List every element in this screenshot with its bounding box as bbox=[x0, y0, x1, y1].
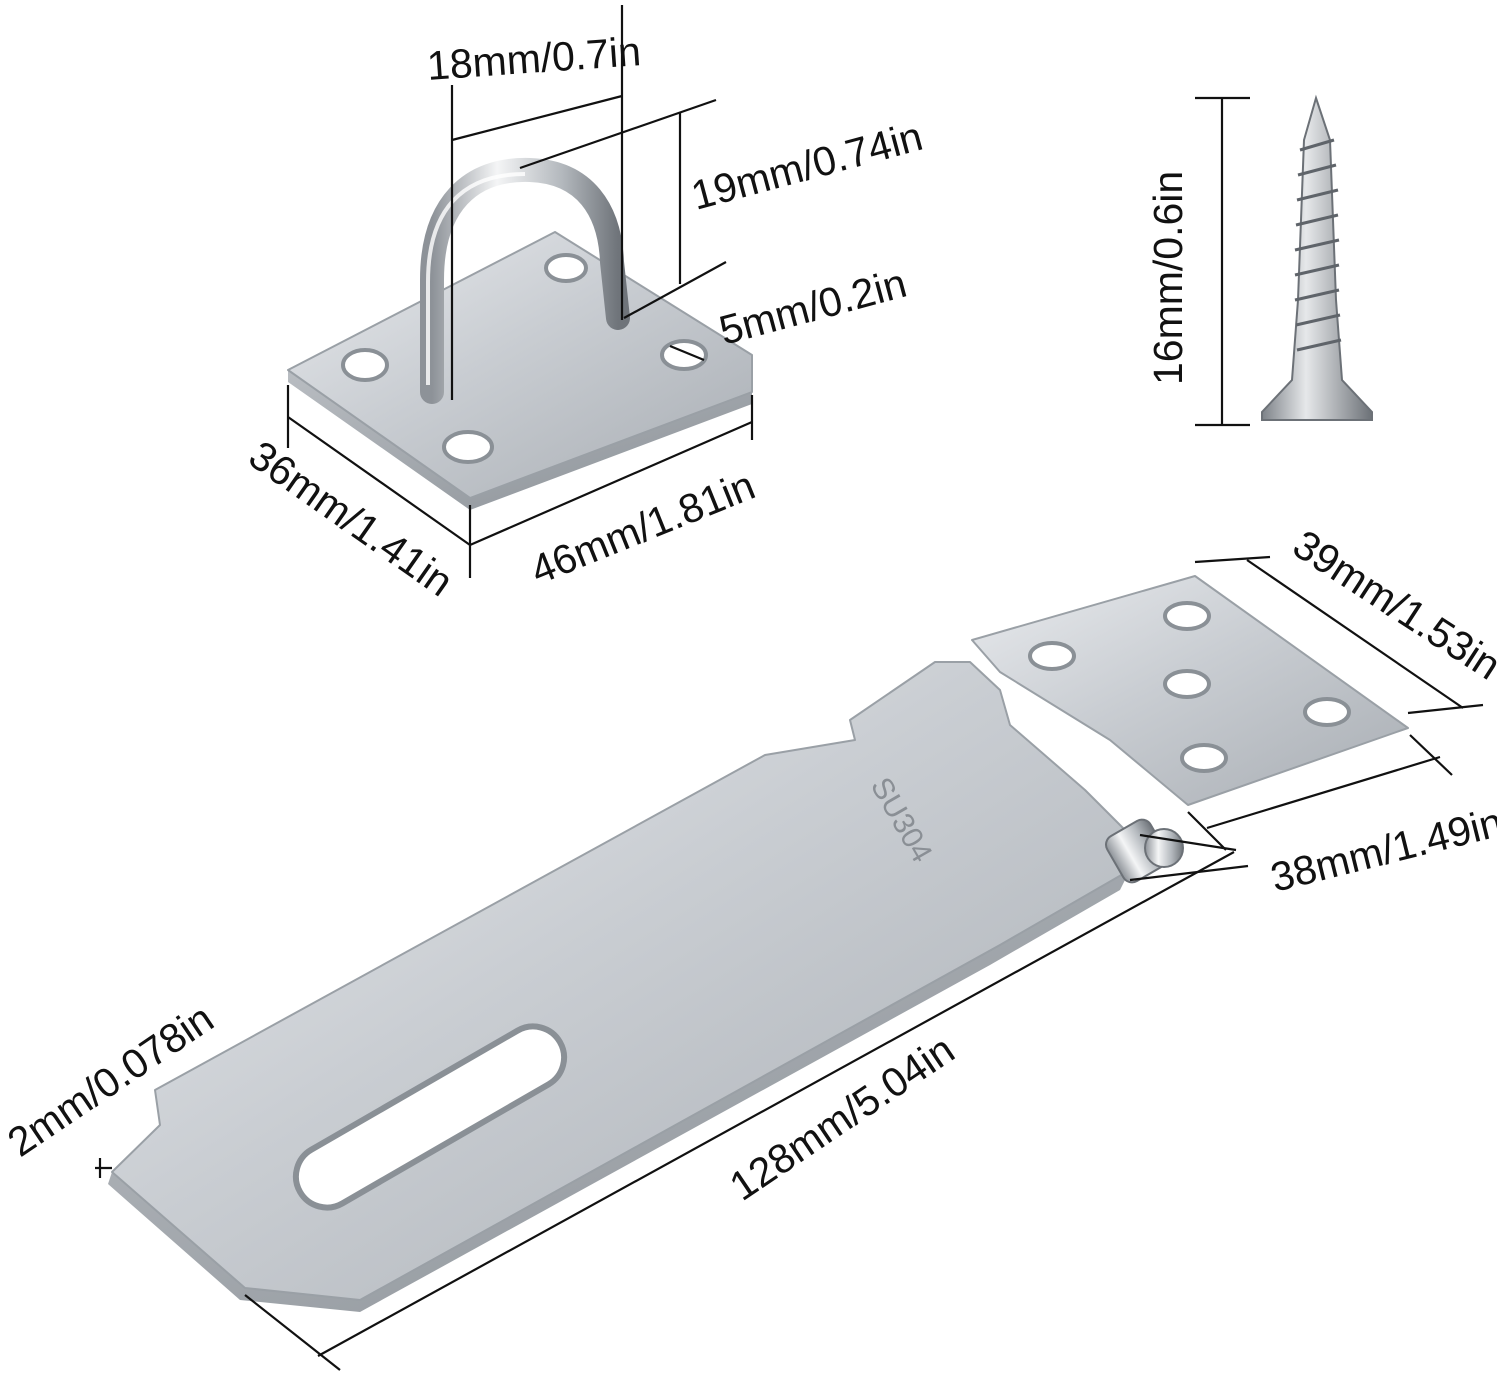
screw bbox=[1261, 94, 1373, 421]
hinge-hole bbox=[1163, 669, 1211, 699]
staple-width-label: 18mm/0.7in bbox=[425, 28, 642, 89]
hasp-dimensions bbox=[95, 555, 1484, 1371]
hinge-pin-cap bbox=[1144, 828, 1184, 868]
staple-plate-side bbox=[288, 370, 752, 510]
staple-length-label: 46mm/1.81in bbox=[524, 462, 761, 593]
hasp-body bbox=[111, 661, 1131, 1301]
screw-dimension bbox=[1195, 96, 1250, 427]
staple-dimensions bbox=[286, 5, 754, 578]
plate-hole bbox=[442, 430, 494, 464]
hasp-body-edge bbox=[108, 870, 1130, 1312]
hinge-hole bbox=[1028, 641, 1076, 671]
hinge-length-label: 38mm/1.49in bbox=[1266, 799, 1497, 901]
plate-hole bbox=[544, 253, 588, 283]
staple-plate-top bbox=[287, 231, 753, 499]
staple-rod-label: 5mm/0.2in bbox=[714, 260, 911, 354]
hinge-hole bbox=[1163, 601, 1211, 631]
staple-loop-highlight bbox=[426, 172, 526, 385]
plate-hole bbox=[660, 339, 708, 371]
plate-hole bbox=[341, 348, 389, 382]
hasp-slot bbox=[292, 1023, 568, 1211]
staple-height-label: 19mm/0.74in bbox=[686, 113, 927, 219]
screw-length-label: 16mm/0.6in bbox=[1145, 171, 1191, 385]
hinge-hole bbox=[1180, 743, 1228, 773]
staple-loop bbox=[420, 157, 630, 404]
hinge-hole bbox=[1303, 697, 1351, 727]
hasp: SU304 bbox=[108, 575, 1409, 1312]
staple-plate bbox=[287, 157, 753, 510]
